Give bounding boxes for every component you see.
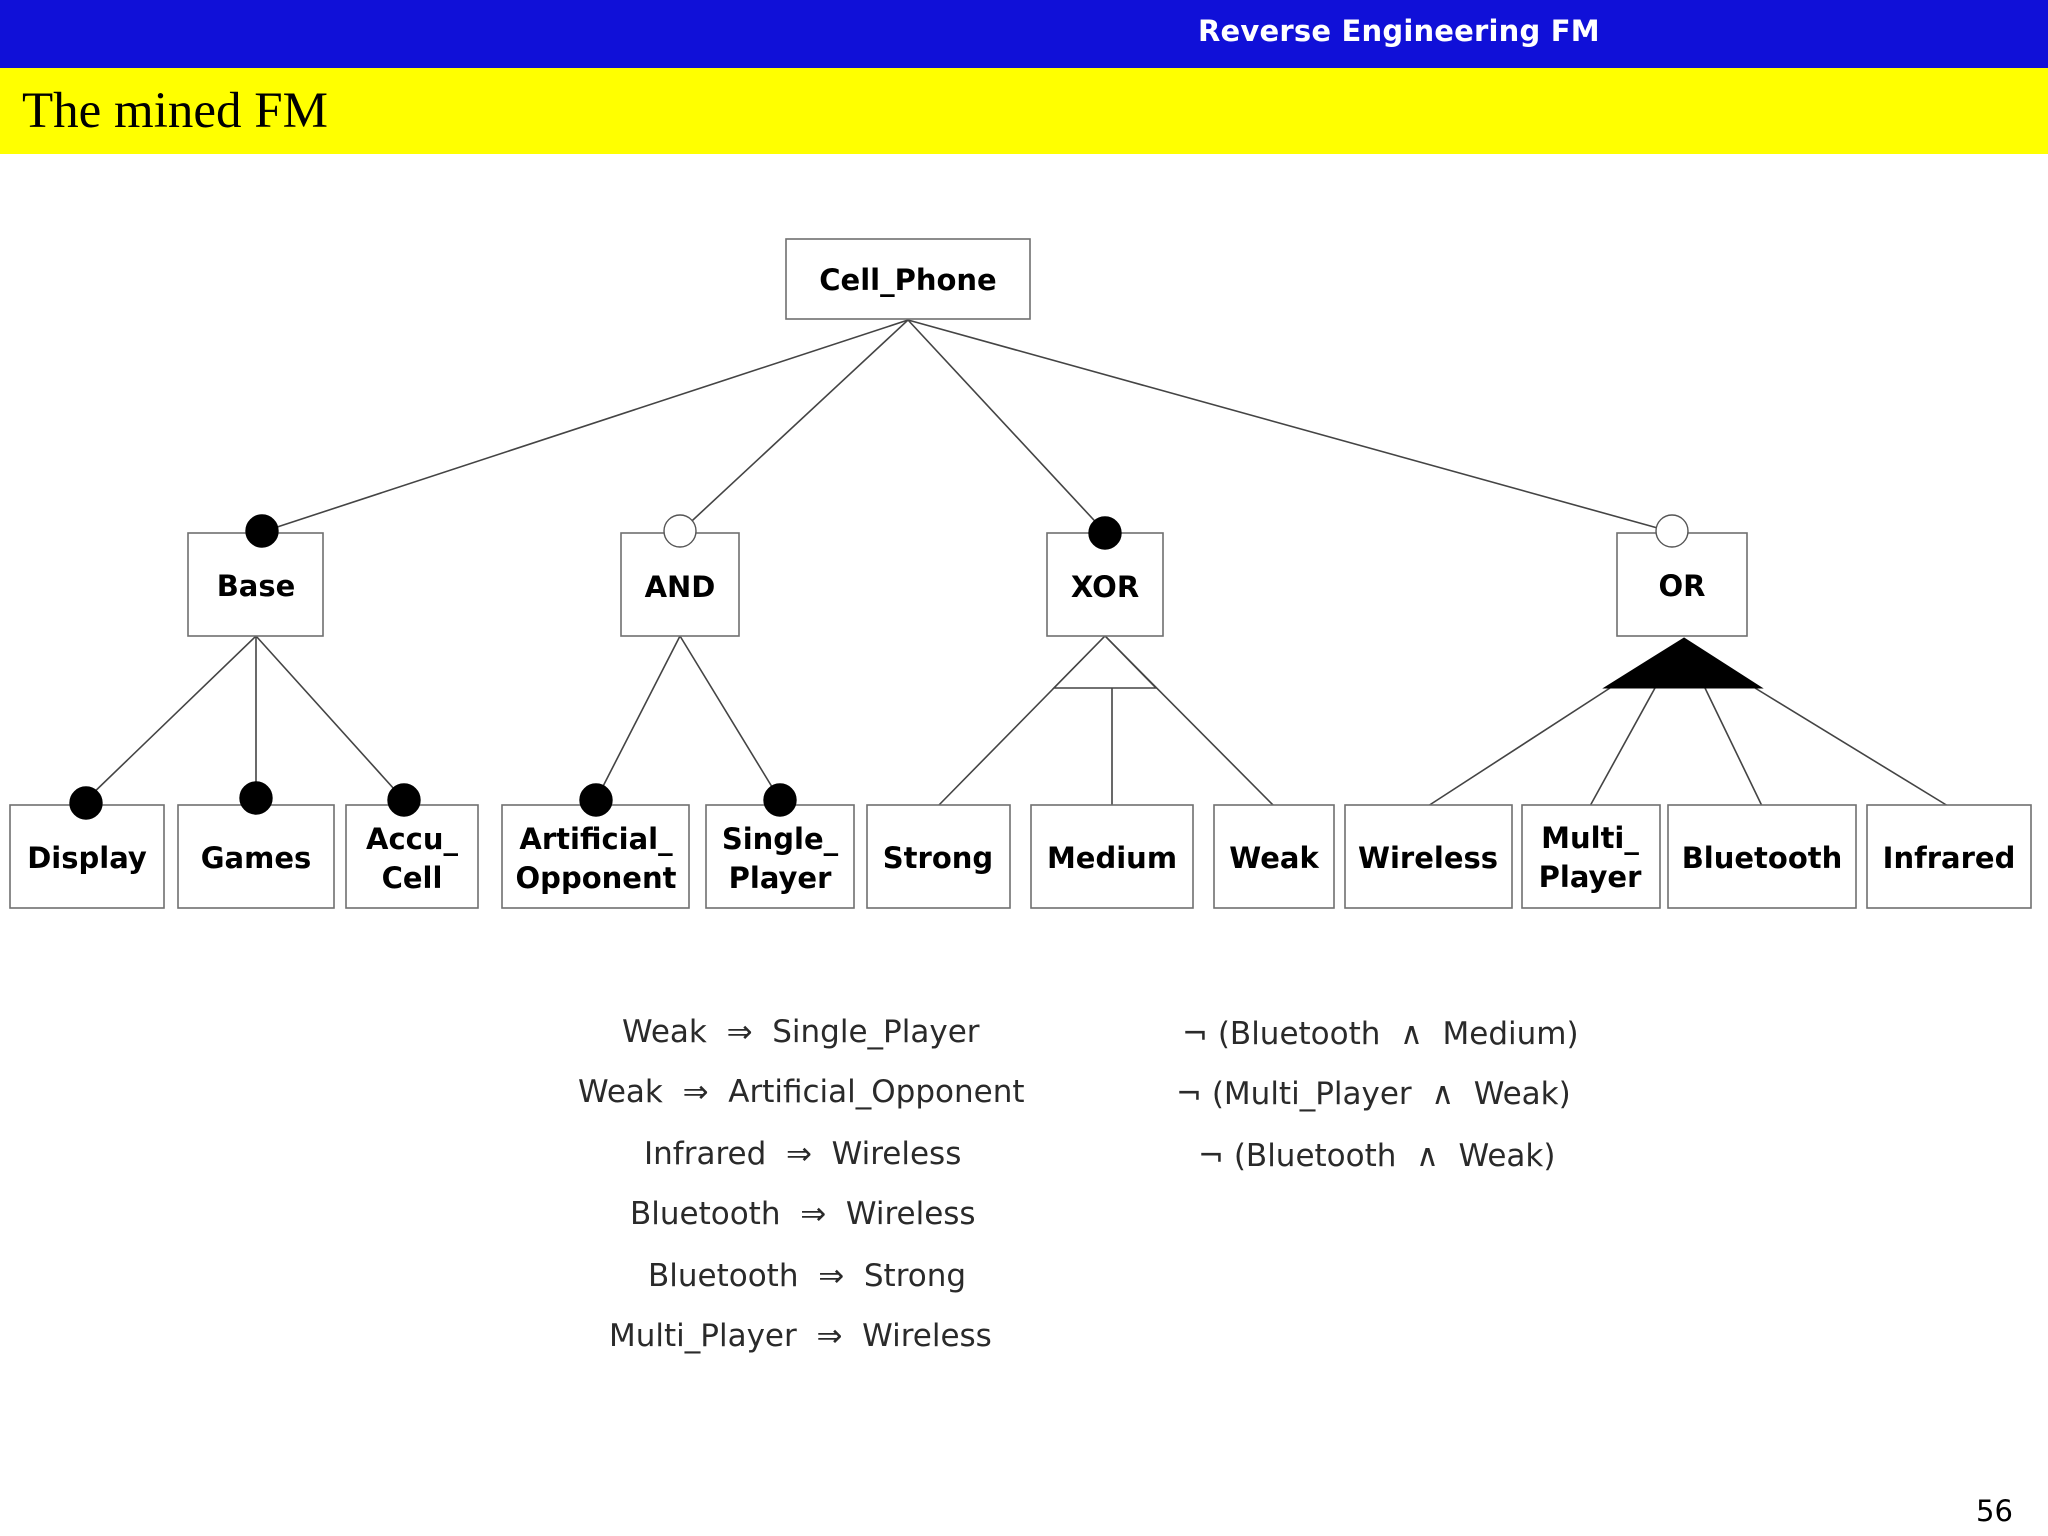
node-and-box [620,532,740,637]
leaf-games-box [177,804,335,909]
leaf-multi-player-label-line2: Player [1539,860,1642,894]
banner-title: Reverse Engineering FM [1198,14,1600,48]
leaf-artificial-opponent-label-line1: Artificial_ [519,822,673,856]
games-mandatory-marker [239,781,273,815]
node-xor-label: XOR [1071,570,1139,604]
display-mandatory-marker [69,786,103,820]
connector-lines [85,319,1949,807]
artificial-opponent-mandatory-marker [579,783,613,817]
leaf-wireless-label: Wireless [1358,841,1498,875]
leaf-bluetooth-box [1667,804,1857,909]
constraint-implies-4: Bluetooth ⇒ Wireless [630,1196,976,1232]
leaf-single-player-box [705,804,855,909]
leaf-multi-player-box [1521,804,1661,909]
leaf-bluetooth-label: Bluetooth [1682,841,1843,875]
leaf-weak-box [1213,804,1335,909]
constraint-excludes-1: ¬ (Bluetooth ∧ Medium) [1182,1016,1579,1052]
node-base-box [187,532,324,637]
node-cell-phone-box [785,238,1031,320]
edge-and-artificial-opponent [595,635,681,801]
or-optional-marker [1655,514,1689,548]
and-optional-marker [663,514,697,548]
node-base-label: Base [217,569,296,603]
constraint-excludes-3: ¬ (Bluetooth ∧ Weak) [1198,1138,1556,1174]
leaf-infrared-label: Infrared [1883,841,2016,875]
node-and-label: AND [645,570,716,604]
leaf-medium-box [1030,804,1194,909]
leaf-medium-label: Medium [1047,841,1177,875]
leaf-multi-player-label-line1: Multi_ [1541,821,1639,855]
constraint-implies-1: Weak ⇒ Single_Player [622,1014,980,1050]
leaf-display-box [9,804,165,909]
edge-or-bluetooth [1704,687,1763,807]
leaf-artificial-opponent-label-line2: Opponent [516,861,677,895]
leaf-single-player-label-line2: Player [729,861,832,895]
edge-base-accu-cell [255,635,405,801]
leaf-games-label: Games [201,841,312,875]
edge-or-infrared [1754,687,1949,807]
leaf-single-player-label-line1: Single_ [722,822,839,856]
edge-or-multi-player [1589,687,1656,807]
or-group-arc [1602,637,1764,689]
constraint-implies-3: Infrared ⇒ Wireless [644,1136,962,1172]
single-player-mandatory-marker [763,783,797,817]
leaf-wireless-box [1344,804,1513,909]
xor-group-arc [1052,634,1158,689]
leaf-display-label: Display [27,841,147,875]
base-mandatory-marker [245,514,279,548]
node-or-label: OR [1659,569,1706,603]
leaf-accu-cell-label-line1: Accu_ [366,822,458,856]
node-cell-phone-label: Cell_Phone [819,263,996,297]
constraint-implies-5: Bluetooth ⇒ Strong [648,1258,967,1294]
accu-cell-mandatory-marker [387,783,421,817]
node-or-box [1616,532,1748,637]
constraint-excludes-2: ¬ (Multi_Player ∧ Weak) [1176,1076,1571,1112]
header-banner: Reverse Engineering FM [0,0,2048,68]
constraint-implies-6: Multi_Player ⇒ Wireless [609,1318,992,1354]
leaf-artificial-opponent-box [501,804,690,909]
leaf-strong-box [866,804,1011,909]
page-number: 56 [1976,1494,2013,1528]
title-bar [0,68,2048,154]
edge-or-wireless [1427,687,1611,807]
edge-and-single-player [679,635,781,801]
edge-root-or [907,319,1673,533]
constraint-implies-2: Weak ⇒ Artificial_Opponent [578,1074,1025,1110]
leaf-infrared-box [1866,804,2032,909]
edge-base-display [85,635,257,801]
edge-root-base [261,319,909,533]
leaf-accu-cell-label-line2: Cell [382,861,443,895]
leaf-weak-label: Weak [1229,841,1319,875]
xor-mandatory-marker [1088,516,1122,550]
edge-root-and [679,319,909,533]
slide-title: The mined FM [22,83,328,139]
edge-root-xor [907,319,1106,533]
leaf-strong-label: Strong [883,841,993,875]
